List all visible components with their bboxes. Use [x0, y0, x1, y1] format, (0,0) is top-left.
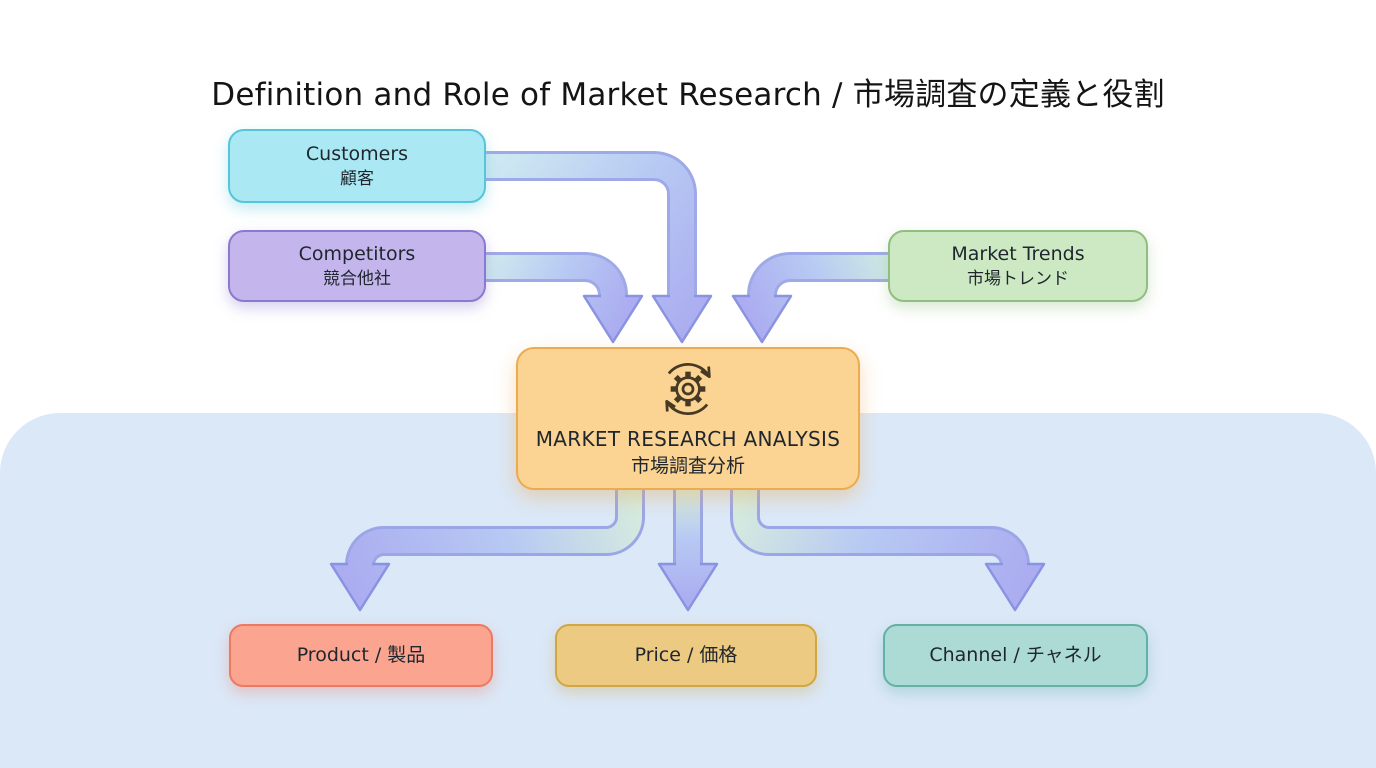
- market-trends-label-en: Market Trends: [951, 242, 1085, 265]
- arrow-customers-to-analysis-pipe: [480, 154, 694, 301]
- arrow-analysis-to-channel-outline: [730, 485, 1030, 567]
- arrowhead-market-trends-to-analysis: [731, 294, 793, 344]
- arrow-market-trends-to-analysis-pipe: [750, 255, 894, 301]
- arrow-analysis-to-channel-pipe: [733, 485, 1027, 569]
- node-market-research-analysis: MARKET RESEARCH ANALYSIS 市場調査分析: [516, 347, 860, 490]
- arrowhead-analysis-to-price: [657, 562, 719, 612]
- analysis-label-en: MARKET RESEARCH ANALYSIS: [535, 427, 841, 452]
- arrowhead-customers-to-analysis: [651, 294, 713, 344]
- customers-label-ja: 顧客: [340, 169, 374, 190]
- market-trends-label-ja: 市場トレンド: [967, 269, 1069, 290]
- node-customers: Customers 顧客: [228, 129, 486, 203]
- node-price: Price / 価格: [555, 624, 817, 687]
- node-market-trends: Market Trends 市場トレンド: [888, 230, 1148, 302]
- arrowhead-analysis-to-product: [329, 562, 391, 612]
- product-label: Product / 製品: [296, 644, 426, 667]
- arrow-analysis-to-product-outline: [345, 485, 645, 567]
- page-title: Definition and Role of Market Research /…: [211, 76, 1165, 113]
- customers-label-en: Customers: [305, 142, 409, 165]
- node-competitors: Competitors 競合他社: [228, 230, 486, 302]
- arrow-competitors-to-analysis-pipe: [480, 255, 625, 301]
- node-channel: Channel / チャネル: [883, 624, 1148, 687]
- arrow-analysis-to-product-pipe: [348, 485, 642, 569]
- analysis-label-ja: 市場調査分析: [630, 455, 745, 478]
- node-product: Product / 製品: [229, 624, 493, 687]
- channel-label: Channel / チャネル: [929, 644, 1102, 667]
- gear-sync-icon: [665, 363, 711, 416]
- competitors-label-en: Competitors: [298, 242, 416, 265]
- competitors-label-ja: 競合他社: [323, 269, 391, 290]
- arrowhead-competitors-to-analysis: [582, 294, 644, 344]
- price-label: Price / 価格: [634, 644, 738, 667]
- arrowhead-analysis-to-channel: [984, 562, 1046, 612]
